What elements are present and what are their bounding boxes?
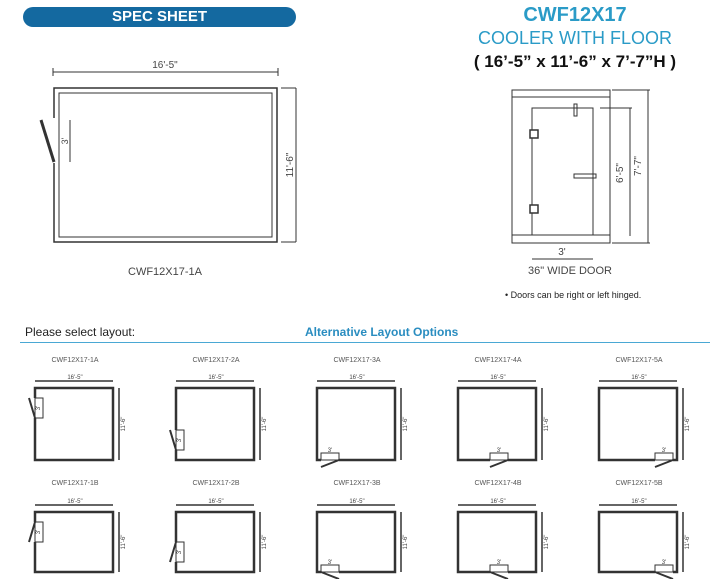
layout-option-cwf12x17-3b[interactable]: 16'-5" 11'-6" 3' [307, 484, 417, 579]
thumb-door-label: 3' [36, 406, 42, 410]
thumb-depth-label: 11'-6" [121, 535, 127, 550]
thumb-depth-label: 11'-6" [262, 417, 268, 432]
layout-option-cwf12x17-2a[interactable]: 16'-5" 11'-6" 3' [166, 360, 276, 472]
dimensions-title: ( 16’-5” x 11’-6” x 7’-7”H ) [473, 52, 677, 71]
plan-width-label: 16'-5" [152, 60, 178, 71]
thumb-depth-label: 11'-6" [403, 417, 409, 432]
layout-option-cwf12x17-4a[interactable]: 16'-5" 11'-6" 3' [448, 360, 558, 472]
hinge-note: • Doors can be right or left hinged. [505, 290, 642, 300]
layout-code-label[interactable]: CWF12X17-1A [51, 357, 99, 364]
layout-option-cwf12x17-3a[interactable]: 16'-5" 11'-6" 3' [307, 360, 417, 472]
thumb-width-label: 16'-5" [208, 375, 223, 381]
alternative-layouts-heading: Alternative Layout Options [305, 325, 459, 339]
layout-option-cwf12x17-1a[interactable]: 16'-5" 11'-6" 3' [25, 360, 135, 472]
thumb-door-label: 3' [662, 448, 666, 454]
layout-code-label[interactable]: CWF12X17-2B [192, 480, 240, 487]
thumb-width-label: 16'-5" [490, 375, 505, 381]
layout-option-cwf12x17-5b[interactable]: 16'-5" 11'-6" 3' [589, 484, 699, 579]
room-height-label: 7'-7" [633, 156, 644, 176]
thumb-width-label: 16'-5" [490, 499, 505, 505]
layout-option-cwf12x17-1b[interactable]: 16'-5" 11'-6" 3' [25, 484, 135, 579]
layout-option-cwf12x17-5a[interactable]: 16'-5" 11'-6" 3' [589, 360, 699, 472]
thumb-depth-label: 11'-6" [121, 417, 127, 432]
door-height-label: 6'-5" [615, 163, 626, 183]
product-title: COOLER WITH FLOOR [477, 28, 672, 48]
thumb-depth-label: 11'-6" [544, 535, 550, 550]
thumb-width-label: 16'-5" [631, 499, 646, 505]
plan-door-label: 3' [60, 137, 70, 144]
plan-depth-label: 11'-6" [285, 152, 296, 177]
hinge-note-text: Doors can be right or left hinged. [510, 290, 642, 300]
thumb-door-label: 3' [497, 560, 501, 566]
thumb-door-label: 3' [497, 448, 501, 454]
door-elevation: 6'-5" 7'-7" 3' [511, 89, 650, 260]
thumb-depth-label: 11'-6" [262, 535, 268, 550]
thumb-depth-label: 11'-6" [685, 535, 691, 550]
layout-code-label[interactable]: CWF12X17-5A [615, 357, 663, 364]
floor-plan: 16'-5" 11'-6" 3' [39, 60, 297, 243]
door-width-label: 3' [558, 247, 566, 258]
thumb-width-label: 16'-5" [631, 375, 646, 381]
door-caption: 36" WIDE DOOR [528, 265, 612, 277]
thumb-depth-label: 11'-6" [685, 417, 691, 432]
thumb-width-label: 16'-5" [349, 375, 364, 381]
layout-code-label[interactable]: CWF12X17-1B [51, 480, 99, 487]
model-title: CWF12X17 [523, 4, 627, 26]
layout-code-label[interactable]: CWF12X17-3B [333, 480, 381, 487]
select-layout-label: Please select layout: [25, 325, 136, 339]
plan-caption: CWF12X17-1A [128, 266, 202, 278]
thumb-width-label: 16'-5" [349, 499, 364, 505]
layout-code-label[interactable]: CWF12X17-2A [192, 357, 240, 364]
layout-option-cwf12x17-2b[interactable]: 16'-5" 11'-6" 3' [166, 484, 276, 579]
thumb-door-label: 3' [328, 560, 332, 566]
thumb-door-label: 3' [662, 560, 666, 566]
thumb-depth-label: 11'-6" [544, 417, 550, 432]
thumb-door-label: 3' [177, 438, 183, 442]
layout-code-label[interactable]: CWF12X17-4B [474, 480, 522, 487]
spec-sheet-banner: SPEC SHEET [23, 7, 296, 27]
thumb-door-label: 3' [177, 550, 183, 554]
thumb-depth-label: 11'-6" [403, 535, 409, 550]
thumb-door-label: 3' [328, 448, 332, 454]
thumb-width-label: 16'-5" [208, 499, 223, 505]
layout-code-label[interactable]: CWF12X17-4A [474, 357, 522, 364]
layout-option-cwf12x17-4b[interactable]: 16'-5" 11'-6" 3' [448, 484, 558, 579]
divider [20, 342, 710, 343]
thumb-width-label: 16'-5" [67, 499, 82, 505]
thumb-door-label: 3' [36, 530, 42, 534]
layout-code-label[interactable]: CWF12X17-5B [615, 480, 663, 487]
layout-code-label[interactable]: CWF12X17-3A [333, 357, 381, 364]
thumb-width-label: 16'-5" [67, 375, 82, 381]
